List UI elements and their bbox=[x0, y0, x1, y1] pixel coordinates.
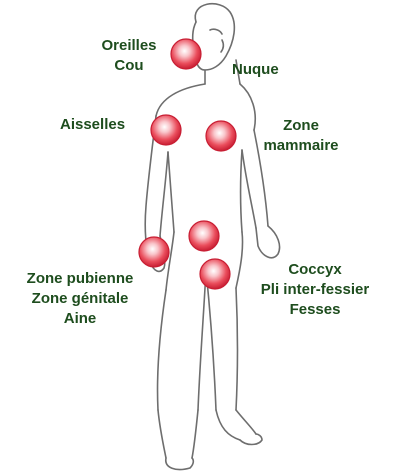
label-pli-inter-fessier: Pli inter-fessier bbox=[250, 280, 380, 300]
label-oreilles: Oreilles bbox=[95, 36, 163, 56]
label-pubienne-genitale-aine: Zone pubienne Zone génitale Aine bbox=[16, 269, 144, 329]
label-coccyx-pli-fesses: Coccyx Pli inter-fessier Fesses bbox=[250, 260, 380, 320]
marker-zone-genitale bbox=[189, 221, 219, 251]
label-zone-genitale: Zone génitale bbox=[16, 289, 144, 309]
label-zone: Zone bbox=[256, 116, 346, 136]
label-nuque: Nuque bbox=[232, 60, 279, 80]
label-coccyx: Coccyx bbox=[250, 260, 380, 280]
marker-aine bbox=[139, 237, 169, 267]
label-cou: Cou bbox=[95, 56, 163, 76]
label-fesses: Fesses bbox=[250, 300, 380, 320]
label-nuque-text: Nuque bbox=[232, 60, 279, 80]
label-mammaire: mammaire bbox=[256, 136, 346, 156]
marker-oreilles-cou bbox=[171, 39, 201, 69]
label-aisselles: Aisselles bbox=[60, 115, 125, 135]
marker-zone-mammaire bbox=[206, 121, 236, 151]
label-oreilles-cou: Oreilles Cou bbox=[95, 36, 163, 76]
label-zone-pubienne: Zone pubienne bbox=[16, 269, 144, 289]
marker-aisselles bbox=[151, 115, 181, 145]
marker-group bbox=[139, 39, 236, 289]
marker-fesses bbox=[200, 259, 230, 289]
label-aisselles-text: Aisselles bbox=[60, 115, 125, 135]
label-zone-mammaire: Zone mammaire bbox=[256, 116, 346, 156]
label-aine: Aine bbox=[16, 309, 144, 329]
